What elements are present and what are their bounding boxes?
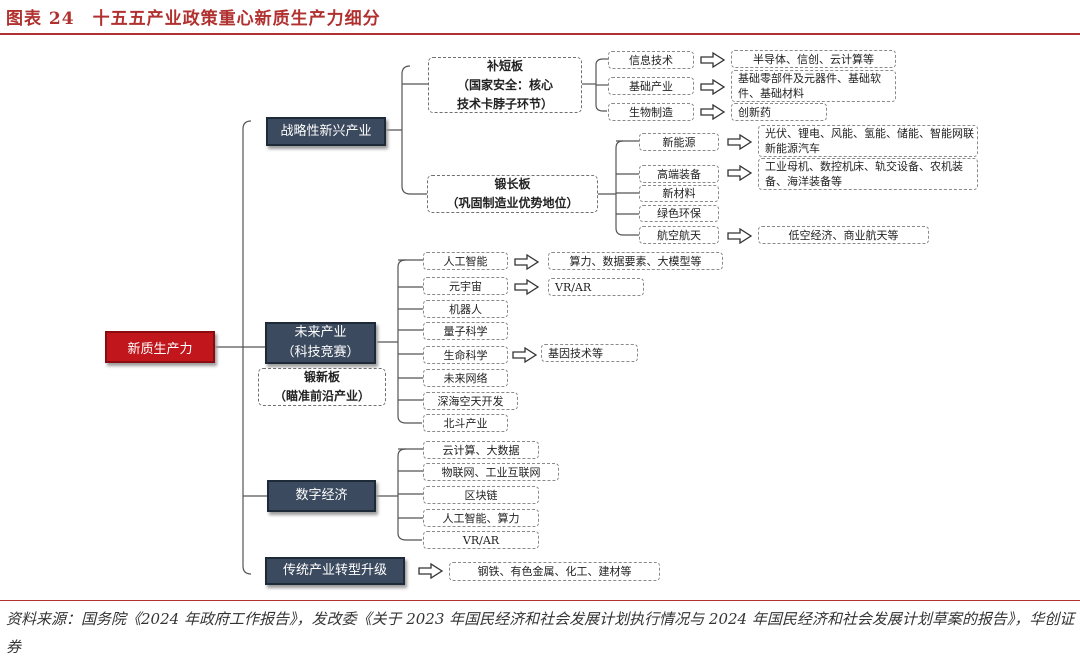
page-title: 图表 24 十五五产业政策重心新质生产力细分	[6, 9, 381, 29]
arrow-right-icon	[727, 165, 753, 181]
list-item-detail: 基础零部件及元器件、基础软件、基础材料	[731, 70, 896, 102]
arrow-right-icon	[700, 52, 726, 68]
list-item-detail: 基因技术等	[541, 344, 638, 362]
arrow-right-icon	[514, 279, 540, 295]
root-node: 新质生产力	[105, 331, 215, 363]
list-item: 生命科学	[423, 346, 508, 364]
connector-lines	[213, 58, 639, 575]
list-item: 基础产业	[608, 77, 694, 95]
short-board-label-2: （国家安全：核心	[456, 77, 553, 92]
source-note: 资料来源：国务院《2024 年政府工作报告》，发改委《关于 2023 年国民经济…	[6, 610, 1075, 656]
list-item: 人工智能、算力	[423, 509, 539, 527]
list-item: 绿色环保	[639, 205, 719, 222]
short-board-label-3: 技术卡脖子环节）	[456, 96, 553, 111]
list-item: 区块链	[423, 486, 539, 504]
list-item: 生物制造	[608, 103, 694, 121]
arrow-right-icon	[514, 254, 540, 270]
list-item: 物联网、工业互联网	[423, 463, 559, 481]
list-item-detail: 半导体、信创、云计算等	[731, 50, 896, 68]
list-item: 人工智能	[423, 252, 508, 270]
forge-label-1: 锻新板	[303, 370, 340, 384]
forge-label-2: （瞄准前沿产业）	[273, 389, 370, 403]
future-label-2: （科技竞赛）	[281, 345, 360, 360]
list-item: 量子科学	[423, 322, 508, 340]
footer-rule	[0, 600, 1080, 601]
list-item: 元宇宙	[423, 277, 508, 295]
list-item-detail: 创新药	[731, 103, 827, 121]
list-item: 深海空天开发	[423, 392, 518, 410]
arrow-right-icon	[727, 228, 753, 244]
long-board-label-1: 锻长板	[494, 177, 531, 191]
list-item-detail: 算力、数据要素、大模型等	[548, 252, 723, 270]
future-industries-node: 未来产业 （科技竞赛）	[265, 322, 376, 364]
list-item: 新能源	[639, 133, 719, 151]
short-board-box: 补短板 （国家安全：核心 技术卡脖子环节）	[428, 57, 582, 113]
arrow-right-icon	[512, 347, 538, 363]
list-item: 信息技术	[608, 51, 694, 69]
long-board-label-2: （巩固制造业优势地位）	[446, 196, 579, 210]
list-item: VR/AR	[423, 531, 539, 549]
list-item-detail: 光伏、锂电、风能、氢能、储能、智能网联新能源汽车	[758, 125, 978, 157]
arrow-right-icon	[418, 563, 444, 579]
arrow-right-icon	[727, 134, 753, 150]
traditional-upgrade-node: 传统产业转型升级	[265, 557, 405, 585]
list-item: 北斗产业	[423, 414, 508, 432]
arrow-right-icon	[700, 104, 726, 120]
digital-economy-node: 数字经济	[267, 480, 376, 512]
future-label-1: 未来产业	[294, 325, 347, 340]
list-item: 高端装备	[639, 165, 719, 183]
header-rule	[0, 33, 1080, 35]
forge-new-board-box: 锻新板 （瞄准前沿产业）	[258, 368, 386, 406]
list-item-detail: 工业母机、数控机床、轨交设备、农机装备、海洋装备等	[758, 158, 978, 190]
strategic-industries-node: 战略性新兴产业	[266, 117, 386, 146]
list-item: 机器人	[423, 300, 508, 318]
list-item-detail: VR/AR	[548, 278, 644, 296]
list-item-detail: 钢铁、有色金属、化工、建材等	[449, 562, 660, 581]
list-item: 航空航天	[639, 226, 719, 244]
list-item: 未来网络	[423, 369, 508, 387]
long-board-box: 锻长板 （巩固制造业优势地位）	[427, 175, 598, 213]
arrow-right-icon	[700, 79, 726, 95]
short-board-label-1: 补短板	[486, 58, 523, 73]
list-item: 新材料	[639, 185, 719, 202]
list-item: 云计算、大数据	[423, 441, 539, 459]
list-item-detail: 低空经济、商业航天等	[758, 226, 929, 244]
